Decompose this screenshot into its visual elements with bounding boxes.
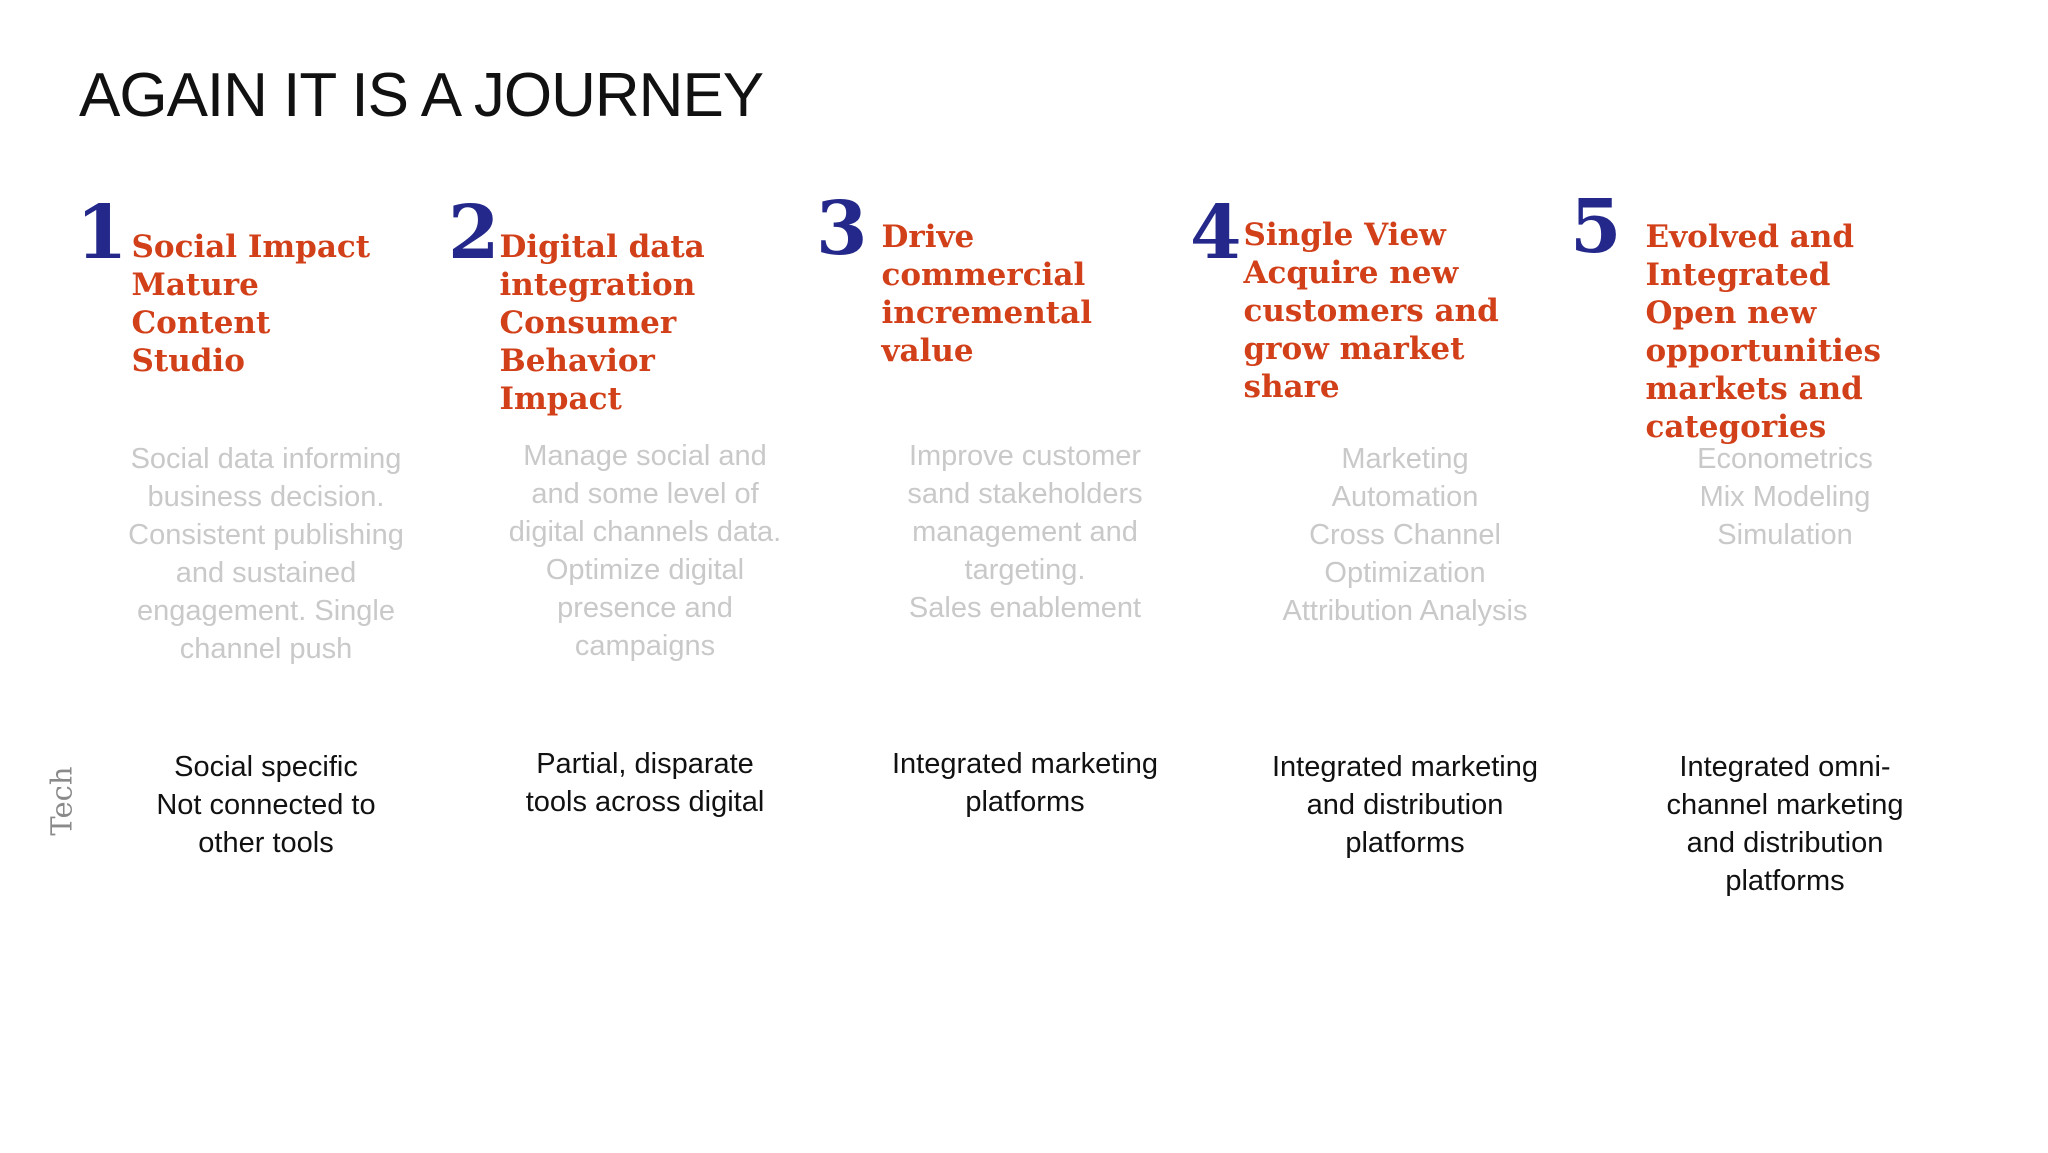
stage-4-header: 4 Single View Acquire new customers and … [1190,196,1499,406]
stage-3-description: Improve customer sand stakeholders manag… [907,440,1143,624]
stage-5-number: 5 [1570,184,1622,270]
stage-1-tech: Social specific Not connected to other t… [156,751,376,859]
stage-1-heading: Social Impact Mature Content Studio [131,229,371,379]
stage-1: 1 Social Impact Mature Content Studio So… [0,0,404,1153]
stage-4-description: Marketing Automation Cross Channel Optim… [1282,443,1528,627]
stage-5-tech: Integrated omni- channel marketing and d… [1666,751,1904,897]
stage-3-heading: Drive commercial incremental value [881,219,1093,369]
stage-3-tech: Integrated marketing platforms [892,748,1158,818]
stage-3-number: 3 [816,186,868,272]
stage-1-number: 1 [76,190,128,276]
stage-4-tech: Integrated marketing and distribution pl… [1272,751,1538,859]
stage-2-number: 2 [448,190,500,276]
stage-5-header: 5 Evolved and Integrated Open new opport… [1570,190,2048,446]
stage-5-heading: Evolved and Integrated Open new opportun… [1645,219,1881,445]
stage-4-heading: Single View Acquire new customers and gr… [1243,217,1499,405]
stage-2-tech: Partial, disparate tools across digital [525,748,765,818]
stage-5-description: Econometrics Mix Modeling Simulation [1697,443,1873,551]
stage-2-header: 2 Digital data integration Consumer Beha… [448,196,780,418]
stage-4: 4 Single View Acquire new customers and … [1160,0,1540,1153]
slide-title: AGAIN IT IS A JOURNEY [79,61,764,130]
stage-1-header: 1 Social Impact Mature Content Studio [76,196,400,380]
stage-3: 3 Drive commercial incremental value Imp… [780,0,1160,1153]
stage-4-number: 4 [1190,190,1242,276]
stage-2: 2 Digital data integration Consumer Beha… [400,0,781,1153]
stage-1-description: Social data informing business decision.… [128,443,404,665]
stage-5: 5 Evolved and Integrated Open new opport… [1540,0,2048,1153]
stage-2-description: Manage social and and some level of digi… [508,440,782,662]
stage-2-heading: Digital data integration Consumer Behavi… [499,229,705,417]
stage-3-header: 3 Drive commercial incremental value [816,192,1092,370]
